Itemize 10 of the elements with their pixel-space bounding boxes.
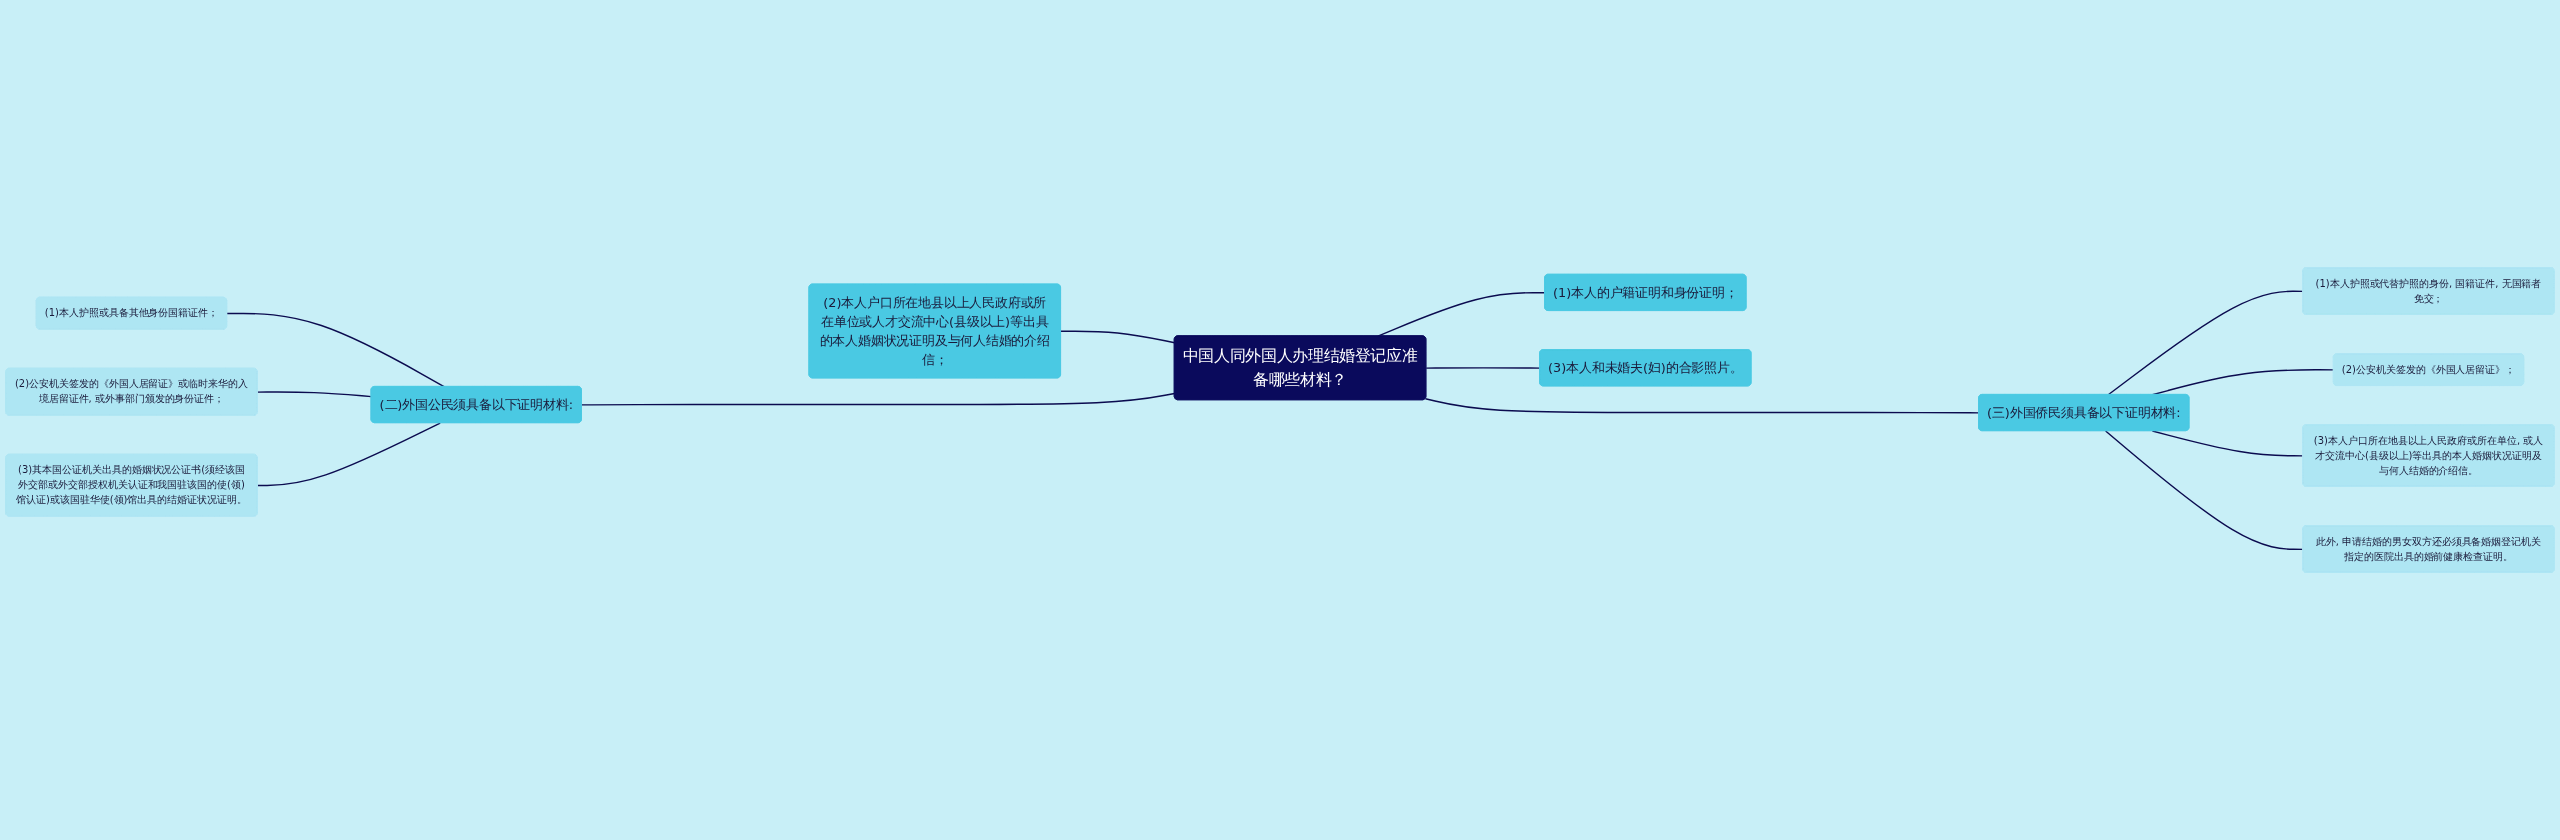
connector [226,312,446,388]
connector [1424,398,1980,414]
connector [2107,290,2304,396]
connector [256,422,441,487]
connector [256,391,373,398]
connector [1425,367,1541,369]
connector [581,392,1176,406]
connector [1060,330,1176,344]
connector [2151,430,2304,457]
connector [2104,430,2304,551]
